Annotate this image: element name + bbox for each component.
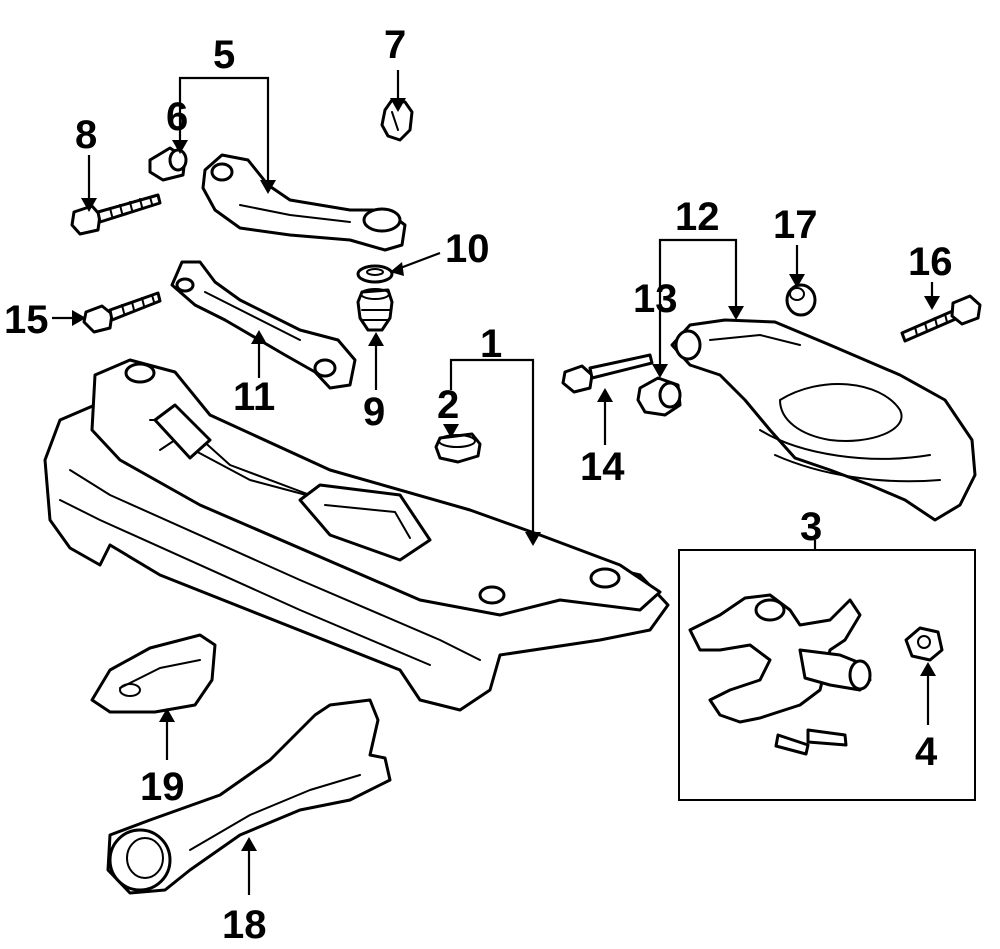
callout-9: 9 [363, 390, 385, 434]
crossmember [43, 358, 670, 712]
callout-17: 17 [773, 203, 818, 247]
callout-16: 16 [908, 240, 953, 284]
link-arm-11 [170, 260, 357, 390]
callout-labels: 1 2 3 4 5 6 7 8 9 10 11 12 13 14 15 16 1… [4, 23, 953, 947]
bushing-6 [148, 146, 188, 182]
bracket-19 [90, 633, 217, 714]
bushing-13 [636, 376, 682, 417]
callout-13: 13 [633, 277, 678, 321]
nut-4 [904, 626, 944, 662]
callout-5: 5 [213, 33, 235, 77]
bolt-16 [900, 294, 982, 343]
callout-4: 4 [915, 730, 938, 774]
callout-12: 12 [675, 195, 720, 239]
trailing-arm-12 [670, 318, 977, 522]
knuckle-assembly-box [678, 549, 976, 801]
callout-6: 6 [166, 95, 188, 139]
leader-lines [52, 70, 940, 895]
washer-10 [356, 264, 394, 284]
bump-stop-9 [356, 288, 394, 332]
callout-1: 1 [480, 322, 502, 366]
callout-18: 18 [222, 903, 267, 947]
cap-2 [434, 432, 482, 464]
callout-3: 3 [800, 505, 822, 549]
callout-2: 2 [437, 383, 459, 427]
callout-10: 10 [445, 227, 490, 271]
bolt-15 [82, 291, 162, 334]
bolt-14 [561, 353, 654, 394]
lower-arm-18 [106, 698, 392, 895]
callout-7: 7 [384, 23, 406, 67]
callout-15: 15 [4, 298, 49, 342]
cap-17 [785, 283, 817, 317]
bolt-8 [70, 193, 162, 236]
upper-arm-5 [201, 153, 407, 252]
callout-11: 11 [233, 375, 275, 419]
callout-8: 8 [75, 113, 97, 157]
callout-14: 14 [580, 445, 625, 489]
callout-19: 19 [140, 765, 185, 809]
